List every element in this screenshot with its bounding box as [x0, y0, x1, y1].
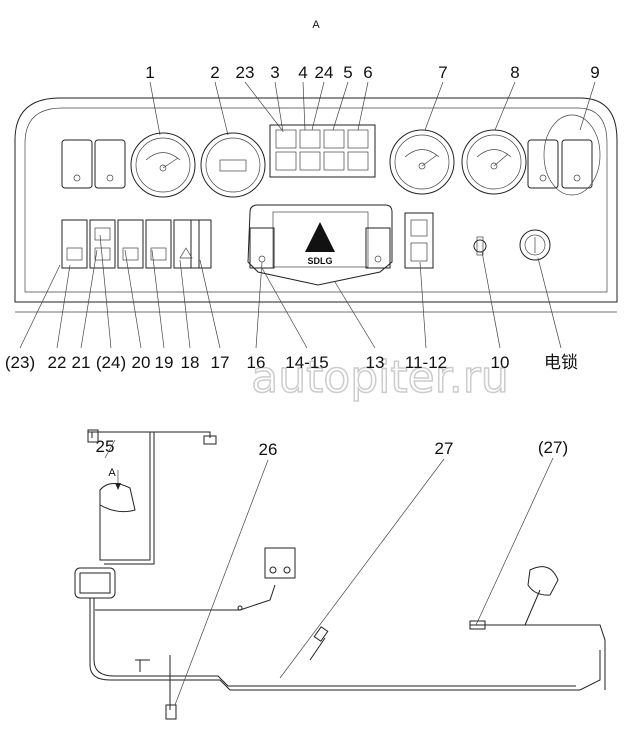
switch-left-1: [61, 139, 93, 189]
callout-27-paren: (27): [538, 438, 568, 457]
logo-text: SDLG: [307, 256, 332, 266]
switch-right-1: [527, 139, 559, 189]
gauge-8: [461, 129, 527, 195]
view-label: A: [312, 19, 320, 31]
callout-13: 13: [366, 353, 385, 372]
callout-9: 9: [590, 63, 599, 82]
callout-27: 27: [435, 439, 454, 458]
gauge-2: [200, 132, 266, 198]
indicator-block: [269, 124, 376, 178]
wiring-harness: 25 26 27 (27) A: [74, 429, 606, 720]
callout-14-15: 14-15: [285, 353, 328, 372]
callout-19: 19: [155, 353, 174, 372]
switch-left-2: [94, 139, 126, 189]
callout-8: 8: [510, 63, 519, 82]
callout-6: 6: [363, 63, 372, 82]
gauge-7: [389, 129, 455, 195]
top-callouts: 1 2 23 3 4 24 5 6 7 8 9: [145, 63, 599, 82]
callout-24-paren: (24): [96, 353, 126, 372]
central-display: SDLG: [247, 204, 393, 286]
callout-23-paren: (23): [5, 353, 35, 372]
knob-10: [473, 236, 487, 256]
component-25: [99, 483, 136, 513]
callout-2: 2: [210, 63, 219, 82]
callout-5: 5: [343, 63, 352, 82]
rocker-switch-row: [61, 219, 212, 269]
callout-26: 26: [259, 440, 278, 459]
callout-22: 22: [48, 353, 67, 372]
ignition-lock: [519, 229, 551, 261]
callout-16: 16: [247, 353, 266, 372]
switch-11-12: [404, 212, 434, 269]
callout-4: 4: [298, 63, 307, 82]
callout-24: 24: [315, 63, 334, 82]
callout-1: 1: [145, 63, 154, 82]
callout-25: 25: [96, 437, 115, 456]
callout-18: 18: [181, 353, 200, 372]
sdlg-logo-icon: [305, 222, 335, 252]
bottom-callouts: (23) 22 21 (24) 20 19 18 17 16 14-15 13 …: [5, 353, 578, 372]
callout-21: 21: [72, 353, 91, 372]
switch-right-2: [561, 139, 593, 189]
callout-11-12: 11-12: [405, 353, 447, 372]
watermark: autopiter.ru: [251, 352, 509, 403]
callout-23: 23: [236, 63, 255, 82]
callout-20: 20: [132, 353, 151, 372]
arrow-label: A: [108, 467, 116, 479]
callout-3: 3: [270, 63, 279, 82]
instrument-panel: SDLG: [14, 97, 618, 313]
callout-17: 17: [211, 353, 230, 372]
gauge-1: [130, 132, 196, 198]
callout-7: 7: [438, 63, 447, 82]
callout-10: 10: [491, 353, 510, 372]
callout-ignition-lock: 电锁: [544, 353, 578, 372]
